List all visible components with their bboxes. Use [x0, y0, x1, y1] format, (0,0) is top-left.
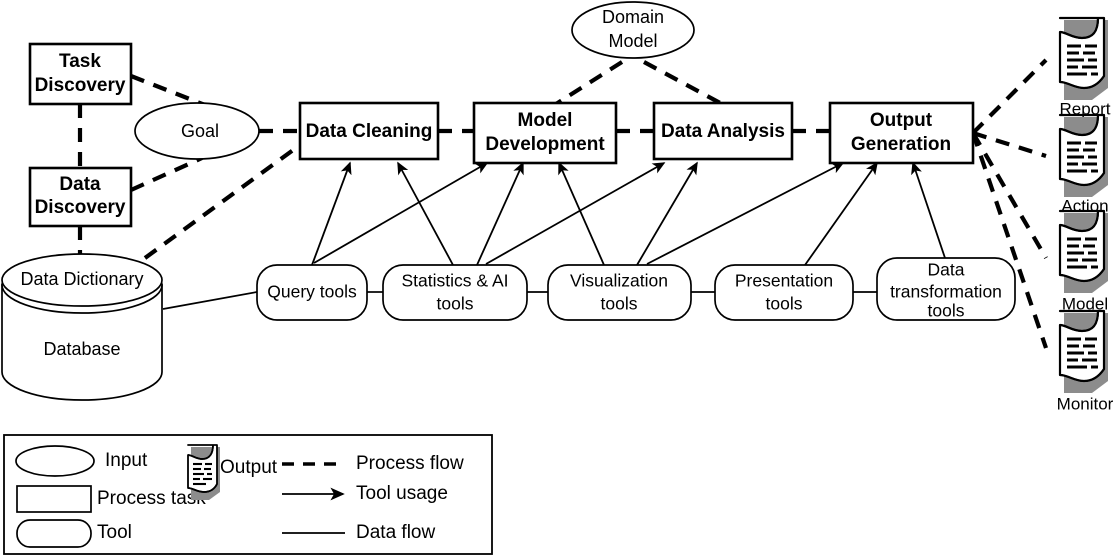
- node-statistics-ai-tools-line2: tools: [437, 294, 474, 314]
- node-query-tools-line1: Query tools: [267, 282, 357, 302]
- legend-item-output: Output: [186, 443, 278, 502]
- node-task-discovery-line1: Task: [59, 51, 101, 72]
- edge-presentation-tools-to-output-generation: [804, 161, 878, 266]
- output-report-label: Report: [1059, 99, 1110, 118]
- node-statistics-ai-tools[interactable]: Statistics & AI tools: [382, 264, 528, 321]
- node-statistics-ai-tools-line1: Statistics & AI: [402, 271, 509, 291]
- legend-output-label: Output: [220, 457, 278, 478]
- node-domain-model[interactable]: Domain Model: [571, 1, 695, 59]
- node-task-discovery[interactable]: Task Discovery: [28, 42, 133, 106]
- legend-item-data-flow: Data flow: [282, 522, 435, 543]
- edge-query-tools-to-data-cleaning: [311, 161, 352, 266]
- process-flow-edges: [77, 58, 1048, 349]
- legend-item-input: Input: [15, 445, 148, 477]
- output-monitor-label: Monitor: [1057, 394, 1114, 413]
- node-database[interactable]: Data Dictionary Database: [1, 253, 163, 401]
- output-monitor[interactable]: Monitor: [1057, 309, 1114, 413]
- legend-item-process-flow: Process flow: [282, 453, 464, 474]
- node-visualization-tools[interactable]: Visualization tools: [547, 264, 692, 321]
- edge-output-generation-to-action: [972, 130, 1047, 159]
- legend-data-flow-label: Data flow: [356, 522, 435, 543]
- edge-domain-model-to-data-analysis: [643, 60, 723, 106]
- legend-item-tool-usage: Tool usage: [282, 483, 448, 504]
- node-data-transformation-tools-line1: Data: [928, 260, 965, 280]
- document-icon: [1058, 16, 1110, 102]
- node-database-top-label: Data Dictionary: [20, 269, 143, 289]
- edge-data-dictionary-to-data-cleaning: [143, 143, 302, 260]
- document-icon: [1058, 113, 1110, 199]
- data-flow-edges: [162, 291, 877, 310]
- output-action[interactable]: Action: [1058, 113, 1110, 215]
- node-data-cleaning-label: Data Cleaning: [306, 121, 433, 142]
- node-data-transformation-tools-line2: transformation: [890, 282, 1002, 302]
- legend-item-tool: Tool: [16, 519, 132, 548]
- node-model-development-line2: Development: [485, 134, 605, 155]
- node-output-generation-line1: Output: [870, 110, 933, 131]
- legend-tool-label: Tool: [97, 522, 132, 543]
- edge-data-discovery-to-goal: [130, 156, 203, 192]
- edge-task-discovery-to-goal: [130, 74, 206, 107]
- node-data-transformation-tools[interactable]: Data transformation tools: [876, 257, 1016, 321]
- legend-process-flow-label: Process flow: [356, 453, 464, 474]
- edge-output-generation-to-model: [971, 131, 1048, 260]
- edge-visualization-tools-to-output-generation: [646, 162, 845, 265]
- output-report[interactable]: Report: [1058, 16, 1111, 118]
- node-database-body-label: Database: [43, 339, 120, 359]
- node-model-development-line1: Model: [518, 110, 573, 131]
- edge-visualization-tools-to-data-analysis: [636, 161, 698, 266]
- legend-input-label: Input: [105, 450, 148, 471]
- node-data-discovery-line1: Data: [59, 174, 101, 195]
- legend: Input Process task Tool Output Process f…: [3, 434, 493, 555]
- node-task-discovery-line2: Discovery: [35, 75, 126, 96]
- node-output-generation[interactable]: Output Generation: [828, 101, 975, 165]
- node-presentation-tools-line2: tools: [766, 294, 803, 314]
- edge-data-transformation-tools-to-output-generation: [911, 161, 946, 259]
- document-icon: [1058, 309, 1110, 395]
- edge-visualization-tools-to-model-development: [558, 161, 605, 266]
- edge-statistics-ai-tools-to-data-analysis: [485, 162, 666, 265]
- document-icon: [186, 443, 222, 502]
- tool-usage-edges: [311, 161, 946, 266]
- node-data-discovery[interactable]: Data Discovery: [28, 166, 133, 228]
- legend-tool-usage-label: Tool usage: [356, 483, 448, 504]
- node-goal-label: Goal: [181, 121, 219, 141]
- edge-statistics-ai-tools-to-model-development: [476, 161, 524, 266]
- node-data-analysis-label: Data Analysis: [661, 121, 785, 142]
- legend-process-task-label: Process task: [97, 488, 206, 509]
- node-query-tools[interactable]: Query tools: [256, 264, 368, 321]
- edge-database-to-query-tools: [162, 291, 258, 310]
- node-model-development[interactable]: Model Development: [472, 101, 618, 165]
- node-domain-model-line1: Domain: [602, 7, 664, 27]
- node-presentation-tools[interactable]: Presentation tools: [714, 264, 854, 321]
- document-icon: [1058, 209, 1110, 295]
- node-data-discovery-line2: Discovery: [35, 197, 126, 218]
- node-output-generation-line2: Generation: [851, 134, 951, 155]
- edge-domain-model-to-model-development: [554, 60, 624, 106]
- edge-query-tools-to-model-development: [313, 162, 489, 264]
- node-data-analysis[interactable]: Data Analysis: [652, 101, 794, 161]
- node-domain-model-line2: Model: [608, 31, 657, 51]
- edge-output-generation-to-monitor: [971, 132, 1048, 349]
- node-visualization-tools-line2: tools: [601, 294, 638, 314]
- node-data-transformation-tools-line3: tools: [928, 301, 965, 321]
- node-data-cleaning[interactable]: Data Cleaning: [298, 101, 440, 161]
- edge-output-generation-to-report: [971, 58, 1048, 135]
- edge-statistics-ai-tools-to-data-cleaning: [397, 161, 454, 266]
- node-presentation-tools-line1: Presentation: [735, 271, 833, 291]
- output-model[interactable]: Model: [1058, 209, 1110, 313]
- output-model-label: Model: [1062, 294, 1108, 313]
- node-goal[interactable]: Goal: [134, 102, 260, 160]
- legend-item-process-task: Process task: [16, 485, 206, 513]
- node-visualization-tools-line1: Visualization: [570, 271, 668, 291]
